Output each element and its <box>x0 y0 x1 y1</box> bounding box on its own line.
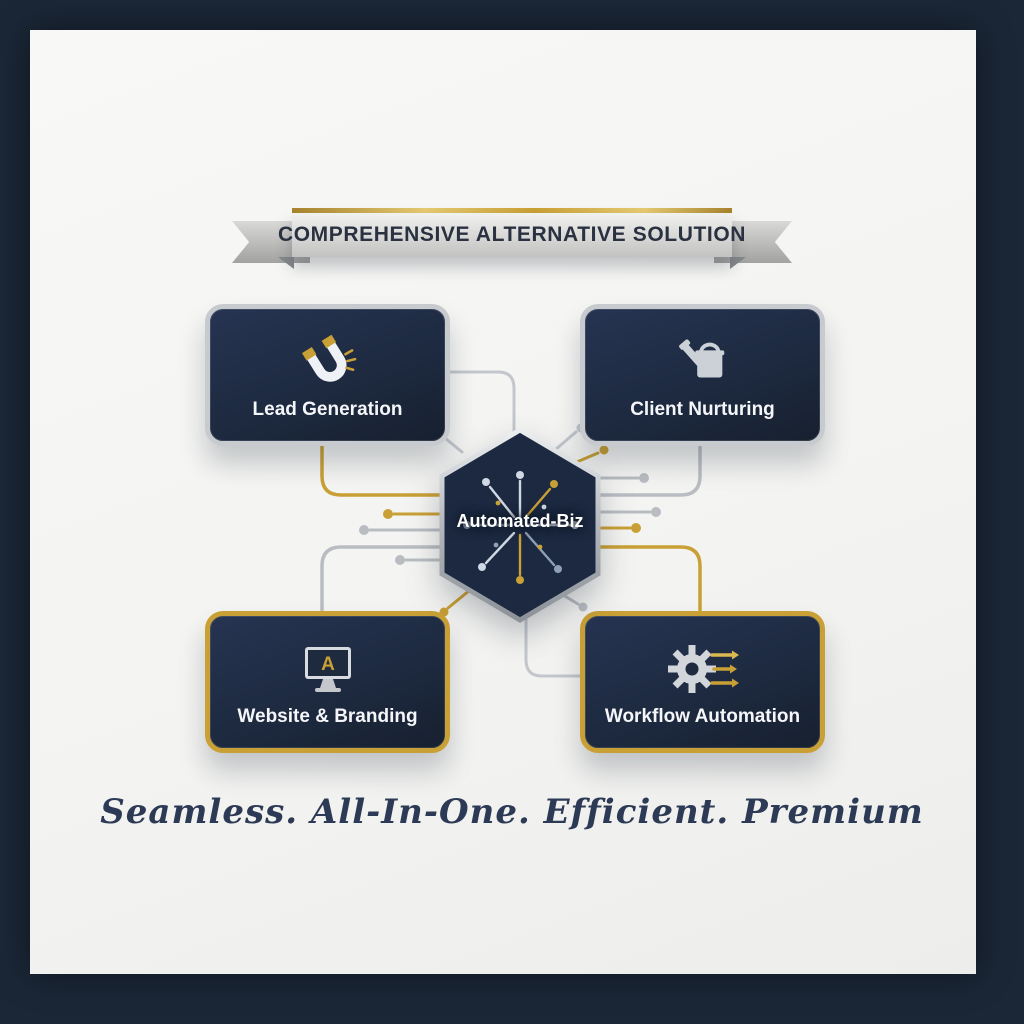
ribbon-gold-edge <box>292 208 732 214</box>
node-label: Website & Branding <box>237 706 418 727</box>
node-website-branding: A Website & Branding <box>205 611 450 753</box>
node-client-nurturing: Client Nurturing <box>580 304 825 446</box>
ribbon-band: COMPREHENSIVE ALTERNATIVE SOLUTION <box>278 213 745 257</box>
node-label: Workflow Automation <box>604 706 801 727</box>
node-workflow-automation: Workflow Automation <box>580 611 825 753</box>
banner-title: COMPREHENSIVE ALTERNATIVE SOLUTION <box>277 223 747 246</box>
center-hexagon: Automated-Biz <box>428 423 612 627</box>
ribbon-fold-right <box>730 257 746 269</box>
monitor-icon: A <box>296 638 360 700</box>
monitor-letter: A <box>321 654 335 675</box>
ribbon-fold-left <box>278 257 294 269</box>
watering-can-icon <box>672 331 734 393</box>
node-lead-generation: Lead Generation <box>205 304 450 446</box>
magnet-icon <box>297 331 359 393</box>
tagline: Seamless. All-In-One. Efficient. Premium <box>100 792 924 832</box>
center-label: Automated-Biz <box>456 511 584 531</box>
banner-ribbon: COMPREHENSIVE ALTERNATIVE SOLUTION <box>232 203 792 277</box>
node-label: Lead Generation <box>252 399 403 420</box>
node-label: Client Nurturing <box>630 399 775 420</box>
circuit-pattern <box>463 471 579 584</box>
gear-icon <box>664 638 742 700</box>
